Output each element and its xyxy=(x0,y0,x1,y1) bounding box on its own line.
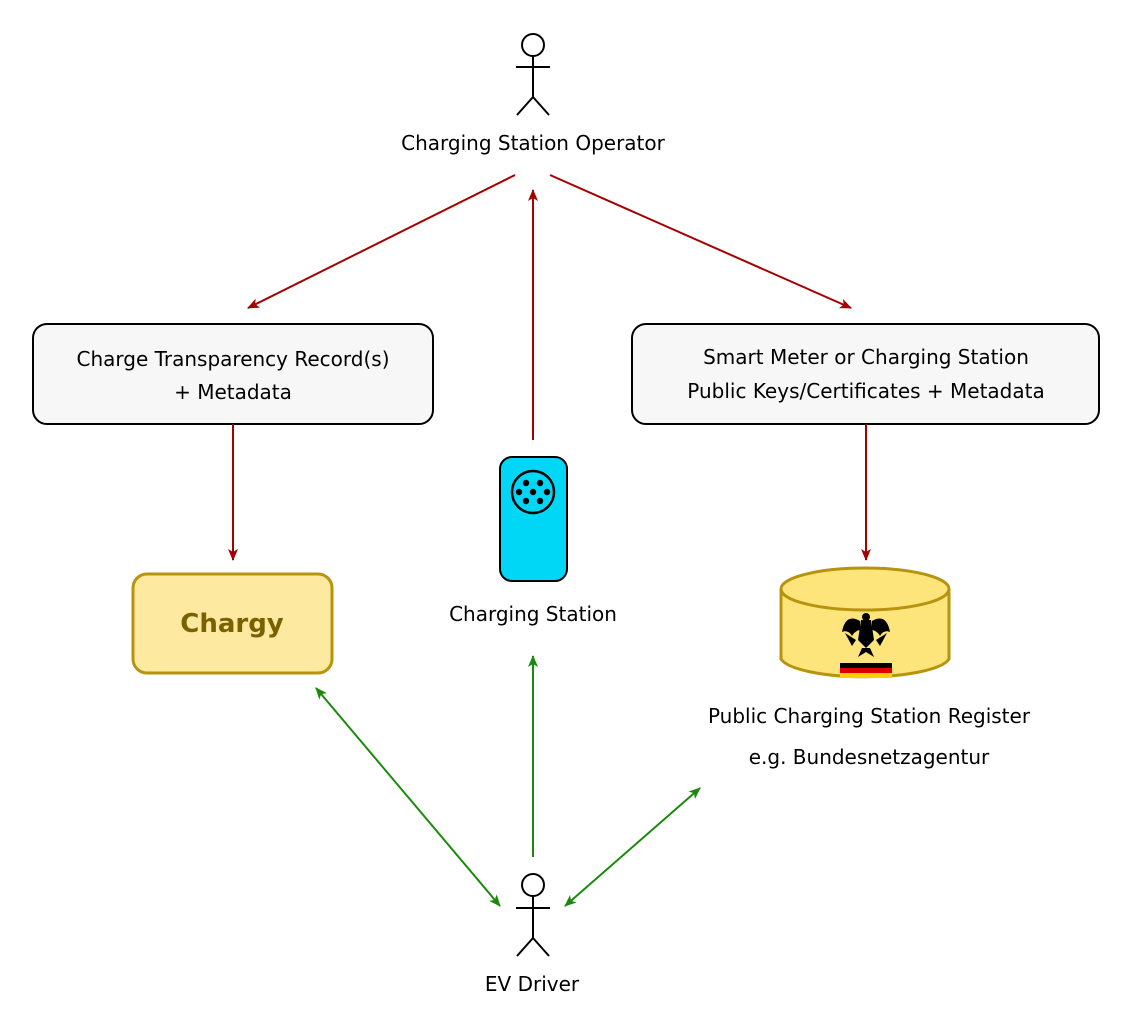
operator-label: Charging Station Operator xyxy=(401,131,666,155)
ctr-line2: + Metadata xyxy=(174,380,292,404)
driver-actor xyxy=(516,873,550,957)
operator-actor xyxy=(516,33,550,116)
driver-label: EV Driver xyxy=(485,972,580,996)
arrow-driver-register xyxy=(564,787,701,907)
chargy-label: Chargy xyxy=(180,609,284,639)
driver-head xyxy=(521,873,545,897)
driver-leg-right xyxy=(532,937,550,957)
charging-station-icon xyxy=(499,456,568,582)
german-flag-icon xyxy=(840,663,892,678)
register-line2: e.g. Bundesnetzagentur xyxy=(749,745,990,769)
ctr-box xyxy=(32,323,434,425)
keys-line2: Public Keys/Certificates + Metadata xyxy=(687,379,1044,403)
database-top xyxy=(779,566,951,612)
arrow-operator-to-ctr xyxy=(247,174,516,309)
chargy-box xyxy=(131,572,334,675)
operator-leg-right xyxy=(532,96,550,116)
keys-box xyxy=(631,323,1100,425)
ctr-line1: Charge Transparency Record(s) xyxy=(76,347,389,371)
arrow-operator-to-keys xyxy=(549,174,852,309)
charging-station-label: Charging Station xyxy=(449,602,617,626)
federal-eagle-icon xyxy=(842,613,890,657)
driver-leg-left xyxy=(516,937,534,957)
operator-head xyxy=(521,33,545,57)
register-database-icon xyxy=(779,566,951,679)
arrow-driver-chargy xyxy=(315,687,501,907)
register-line1: Public Charging Station Register xyxy=(708,704,1031,728)
connector-pins xyxy=(515,479,551,505)
operator-leg-left xyxy=(516,96,534,116)
keys-line1: Smart Meter or Charging Station xyxy=(703,345,1029,369)
